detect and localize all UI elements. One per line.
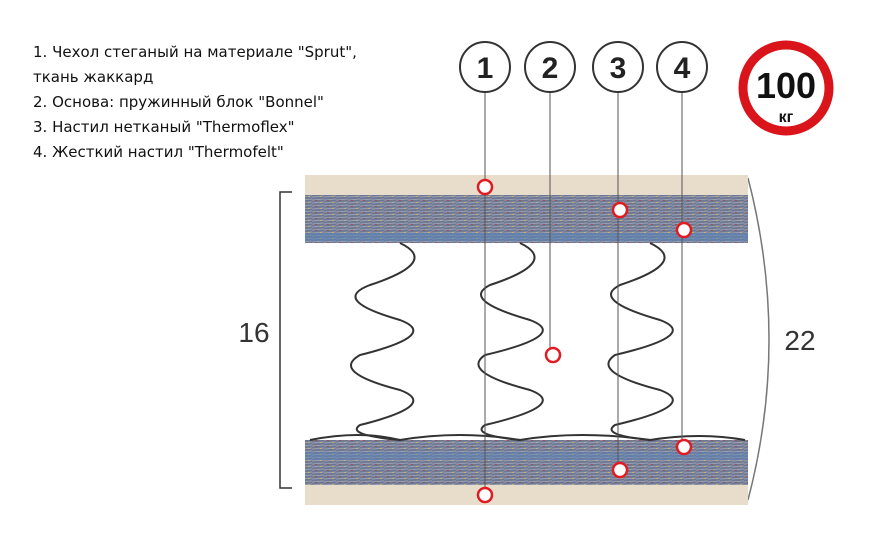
height-bracket xyxy=(279,191,292,489)
callout-3: 3 xyxy=(592,41,644,93)
bottom-wire xyxy=(309,434,746,442)
svg-text:4: 4 xyxy=(674,52,691,85)
marker-2 xyxy=(544,346,562,364)
top-cover xyxy=(305,175,748,195)
svg-text:2: 2 xyxy=(542,52,559,85)
marker-4 xyxy=(675,438,693,456)
bottom-felt-layer xyxy=(305,440,748,485)
dimension-16: 16 xyxy=(238,317,269,348)
callout-4: 4 xyxy=(656,41,708,93)
legend-item-2: 2. Основа: пружинный блок "Bonnel" xyxy=(33,93,324,111)
marker-4 xyxy=(675,221,693,239)
legend-item-1-cont: ткань жаккард xyxy=(33,68,154,86)
dimension-22: 22 xyxy=(784,325,815,356)
callout-1: 1 xyxy=(459,41,511,93)
marker-1 xyxy=(476,178,494,196)
marker-1 xyxy=(476,486,494,504)
load-badge: 100 кг xyxy=(738,40,834,136)
legend-item-4: 4. Жесткий настил "Thermofelt" xyxy=(33,143,284,161)
svg-text:3: 3 xyxy=(610,52,627,85)
svg-text:1: 1 xyxy=(477,52,494,85)
marker-3 xyxy=(611,201,629,219)
callout-2: 2 xyxy=(524,41,576,93)
bottom-cover xyxy=(305,485,748,505)
springs xyxy=(309,242,746,442)
legend: 1. Чехол стеганый на материале "Sprut", … xyxy=(33,40,357,165)
marker-3 xyxy=(611,461,629,479)
side-curve xyxy=(747,177,770,501)
svg-text:100: 100 xyxy=(756,65,816,106)
spring xyxy=(477,242,544,441)
legend-item-1: 1. Чехол стеганый на материале "Sprut", xyxy=(33,43,357,61)
legend-item-3: 3. Настил нетканый "Thermoflex" xyxy=(33,118,295,136)
spring xyxy=(350,242,416,441)
svg-text:кг: кг xyxy=(779,109,794,126)
spring xyxy=(607,242,674,441)
markers xyxy=(476,178,693,504)
